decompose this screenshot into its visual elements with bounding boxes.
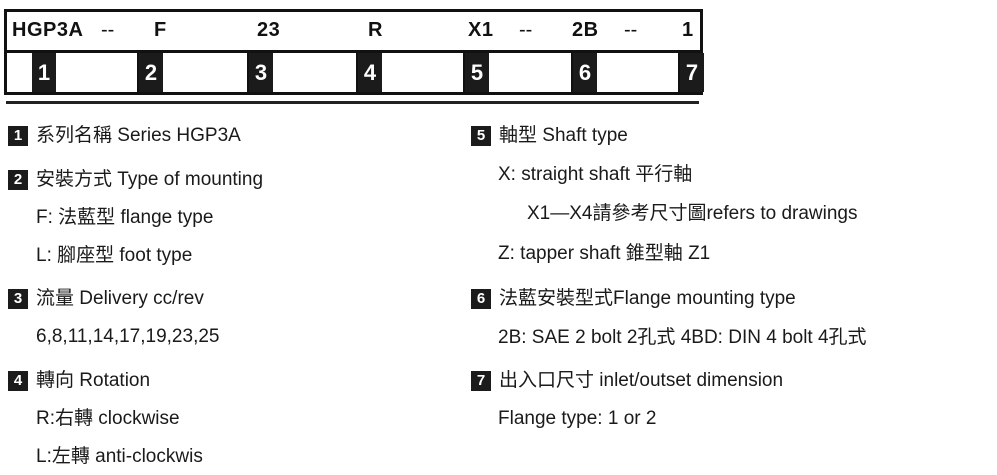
position-number: 6 — [573, 53, 597, 92]
position-number: 4 — [358, 53, 382, 92]
spec-item-flange-mounting: 6 法藍安裝型式Flange mounting type — [471, 288, 796, 310]
code-segment-flange: 2B — [572, 19, 599, 41]
code-separator: -- — [101, 19, 115, 41]
position-number: 5 — [465, 53, 489, 92]
spec-item-mounting: 2 安裝方式 Type of mounting — [8, 169, 263, 191]
code-segment-mounting: F — [154, 19, 167, 41]
spec-item-port-dimension: 7 出入口尺寸 inlet/outset dimension — [471, 370, 783, 392]
item-heading: 系列名稱 Series HGP3A — [36, 125, 241, 146]
item-detail: L:左轉 anti-clockwis — [36, 446, 203, 467]
code-segment-delivery: 23 — [257, 19, 281, 41]
item-heading: 軸型 Shaft type — [499, 125, 628, 146]
cell-divider — [356, 53, 358, 92]
code-segment-port: 1 — [682, 19, 694, 41]
item-detail: L: 腳座型 foot type — [36, 245, 193, 266]
code-segment-series: HGP3A — [12, 19, 84, 41]
item-detail: 2B: SAE 2 bolt 2孔式 4BD: DIN 4 bolt 4孔式 — [498, 327, 867, 348]
position-number: 3 — [249, 53, 273, 92]
spec-item-rotation: 4 轉向 Rotation — [8, 370, 150, 392]
item-heading: 法藍安裝型式Flange mounting type — [499, 288, 796, 309]
cell-divider — [678, 53, 680, 92]
item-detail: Z: tapper shaft 錐型軸 Z1 — [498, 243, 711, 264]
code-separator: -- — [519, 19, 533, 41]
item-heading: 安裝方式 Type of mounting — [36, 169, 264, 190]
model-code-row: HGP3A -- F 23 R X1 -- 2B -- 1 — [7, 12, 700, 52]
cell-divider — [463, 53, 465, 92]
item-number-badge: 1 — [8, 126, 28, 146]
spec-item-series: 1 系列名稱 Series HGP3A — [8, 125, 241, 147]
table-divider — [7, 50, 700, 53]
code-separator: -- — [624, 19, 638, 41]
item-number-badge: 7 — [471, 371, 491, 391]
item-number-badge: 4 — [8, 371, 28, 391]
item-number-badge: 3 — [8, 289, 28, 309]
cell-divider — [137, 53, 139, 92]
code-segment-shaft: X1 — [468, 19, 494, 41]
position-number: 1 — [32, 53, 56, 92]
item-detail: X: straight shaft 平行軸 — [498, 164, 693, 185]
item-number-badge: 5 — [471, 126, 491, 146]
spec-item-delivery: 3 流量 Delivery cc/rev — [8, 288, 204, 310]
item-detail: F: 法藍型 flange type — [36, 207, 214, 228]
item-number-badge: 6 — [471, 289, 491, 309]
item-heading: 流量 Delivery cc/rev — [36, 288, 204, 309]
item-detail: 6,8,11,14,17,19,23,25 — [36, 326, 220, 347]
cell-divider — [571, 53, 573, 92]
position-number-row: 1 2 3 4 5 6 7 — [7, 53, 704, 92]
model-code-table: HGP3A -- F 23 R X1 -- 2B -- 1 1 2 3 4 5 … — [4, 9, 704, 95]
spec-item-shaft: 5 軸型 Shaft type — [471, 125, 628, 147]
item-number-badge: 2 — [8, 170, 28, 190]
item-heading: 出入口尺寸 inlet/outset dimension — [499, 370, 784, 391]
position-number: 2 — [139, 53, 163, 92]
cell-divider — [247, 53, 249, 92]
underline-rule — [6, 101, 699, 104]
item-detail: R:右轉 clockwise — [36, 408, 180, 429]
item-detail: Flange type: 1 or 2 — [498, 408, 657, 429]
code-segment-rotation: R — [368, 19, 383, 41]
position-number: 7 — [680, 53, 704, 92]
item-detail: X1—X4請參考尺寸圖refers to drawings — [527, 203, 858, 224]
item-heading: 轉向 Rotation — [36, 370, 151, 391]
